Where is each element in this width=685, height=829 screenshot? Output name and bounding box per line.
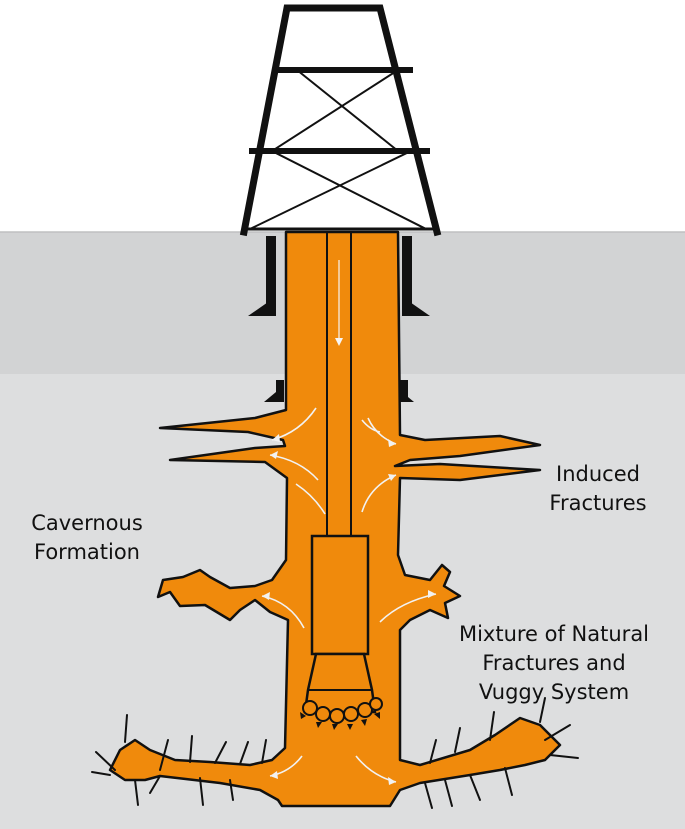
drill-bit-icon: [300, 534, 383, 730]
mixture-line-2: Fractures and: [482, 651, 626, 675]
induced-fractures-line-1: Induced: [556, 462, 640, 486]
sky: [0, 0, 685, 232]
casing: [248, 236, 430, 402]
wellbore-mud-region: [108, 230, 562, 808]
cavernous-formation-line-2: Formation: [34, 540, 140, 564]
mixture-line-3: Vuggy System: [478, 680, 630, 704]
induced-fractures-line-2: Fractures: [549, 491, 647, 515]
mixture-label: Mixture of Natural Fractures and Vuggy S…: [444, 620, 664, 707]
induced-fractures-label: Induced Fractures: [533, 460, 663, 518]
mixture-line-1: Mixture of Natural: [458, 622, 650, 646]
cavernous-formation-line-1: Cavernous: [31, 511, 143, 535]
natural-fracture-spikes: [91, 697, 579, 809]
cavernous-formation-label: Cavernous Formation: [22, 509, 152, 567]
flow-arrow-heads: [262, 434, 436, 785]
drilling-derrick-icon: [239, 4, 442, 237]
